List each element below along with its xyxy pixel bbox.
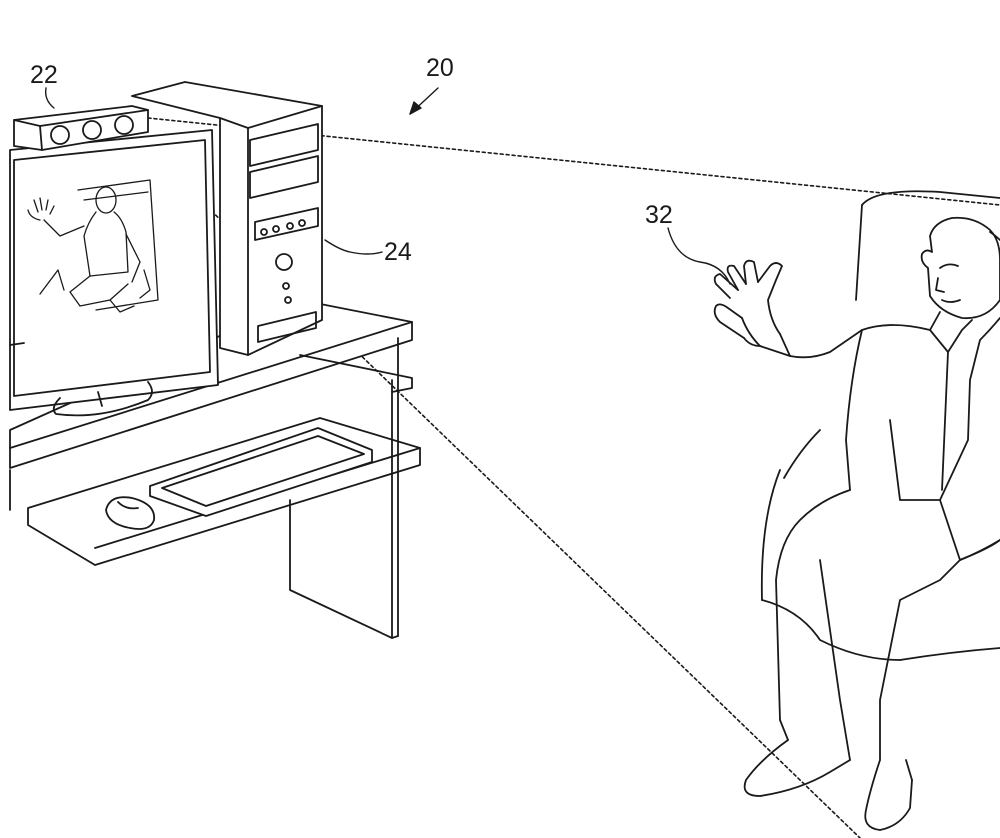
ref-label-sensor: 22 — [30, 61, 58, 89]
arrow-20-head — [410, 102, 421, 114]
monitor — [10, 130, 218, 415]
leader-lines — [46, 88, 730, 284]
ref-label-hand: 32 — [645, 201, 673, 229]
seated-user — [715, 218, 1000, 830]
camera-sensor — [14, 106, 148, 150]
leader-24 — [325, 240, 382, 254]
mouse — [106, 497, 154, 529]
ref-label-computer: 24 — [384, 238, 412, 266]
computer-tower — [132, 82, 322, 355]
leader-22 — [46, 88, 54, 108]
keyboard — [150, 428, 372, 516]
leader-32 — [668, 228, 730, 284]
ref-label-system: 20 — [426, 54, 454, 82]
on-screen-user-figure — [28, 180, 158, 312]
